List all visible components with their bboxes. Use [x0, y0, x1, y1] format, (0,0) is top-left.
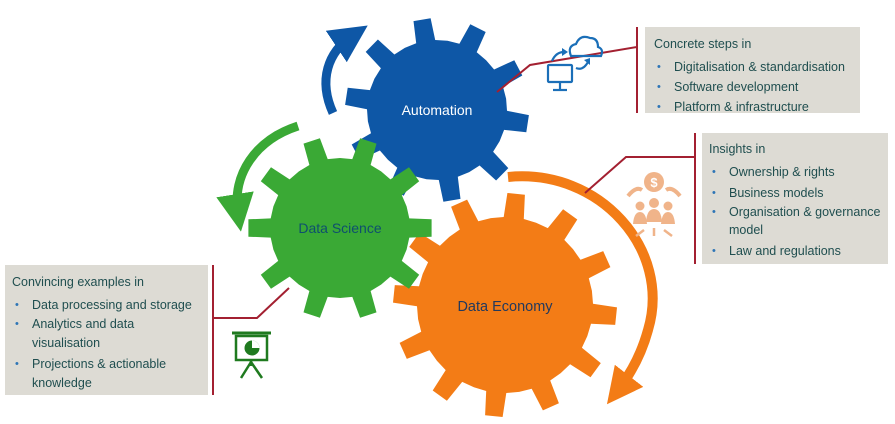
list-item: Organisation & governance model: [709, 203, 882, 239]
presentation-chart-icon: [232, 331, 271, 379]
automation-gear-label: Automation: [402, 102, 473, 118]
automation-gear: [345, 18, 529, 202]
data-science-panel-heading: Convincing examples in: [12, 275, 145, 289]
data-economy-connector: [584, 156, 695, 194]
list-item: Business models: [709, 183, 882, 204]
data-economy-panel-heading: Insights in: [709, 142, 766, 156]
list-item: Analytics and data visualisation: [12, 315, 202, 353]
data-economy-gear: [393, 193, 617, 417]
list-item: Digitalisation & standardisation: [654, 57, 852, 77]
data-science-gear: [248, 138, 432, 318]
data-economy-gear-label: Data Economy: [457, 299, 553, 315]
data-science-panel: Convincing examples in Data processing a…: [5, 265, 208, 395]
cloud-sync-computer-icon: [546, 35, 604, 92]
data-economy-panel-list: Ownership & rights Business models Organ…: [709, 162, 882, 262]
data-economy-cycle-arrow: [507, 171, 658, 405]
automation-panel-list: Digitalisation & standardisation Softwar…: [654, 57, 852, 117]
data-economy-panel: Insights in Ownership & rights Business …: [702, 133, 888, 264]
svg-text:$: $: [650, 175, 658, 190]
list-item: Software development: [654, 77, 852, 97]
automation-panel-heading: Concrete steps in: [654, 37, 752, 51]
automation-cycle-arrow: [321, 25, 368, 115]
list-item: Platform & infrastructure: [654, 97, 852, 117]
sync-arrows-icon: [562, 48, 590, 65]
data-science-panel-list: Data processing and storage Analytics an…: [12, 295, 202, 393]
list-item: Ownership & rights: [709, 162, 882, 183]
list-item: Law and regulations: [709, 241, 882, 262]
list-item: Projections & actionable knowledge: [12, 355, 202, 393]
list-item: Data processing and storage: [12, 295, 202, 315]
money-people-icon: $: [626, 172, 682, 237]
automation-panel: Concrete steps in Digitalisation & stand…: [645, 27, 860, 117]
data-science-gear-label: Data Science: [298, 220, 381, 236]
data-science-connector: [213, 287, 290, 319]
data-science-cycle-arrow: [216, 121, 300, 232]
